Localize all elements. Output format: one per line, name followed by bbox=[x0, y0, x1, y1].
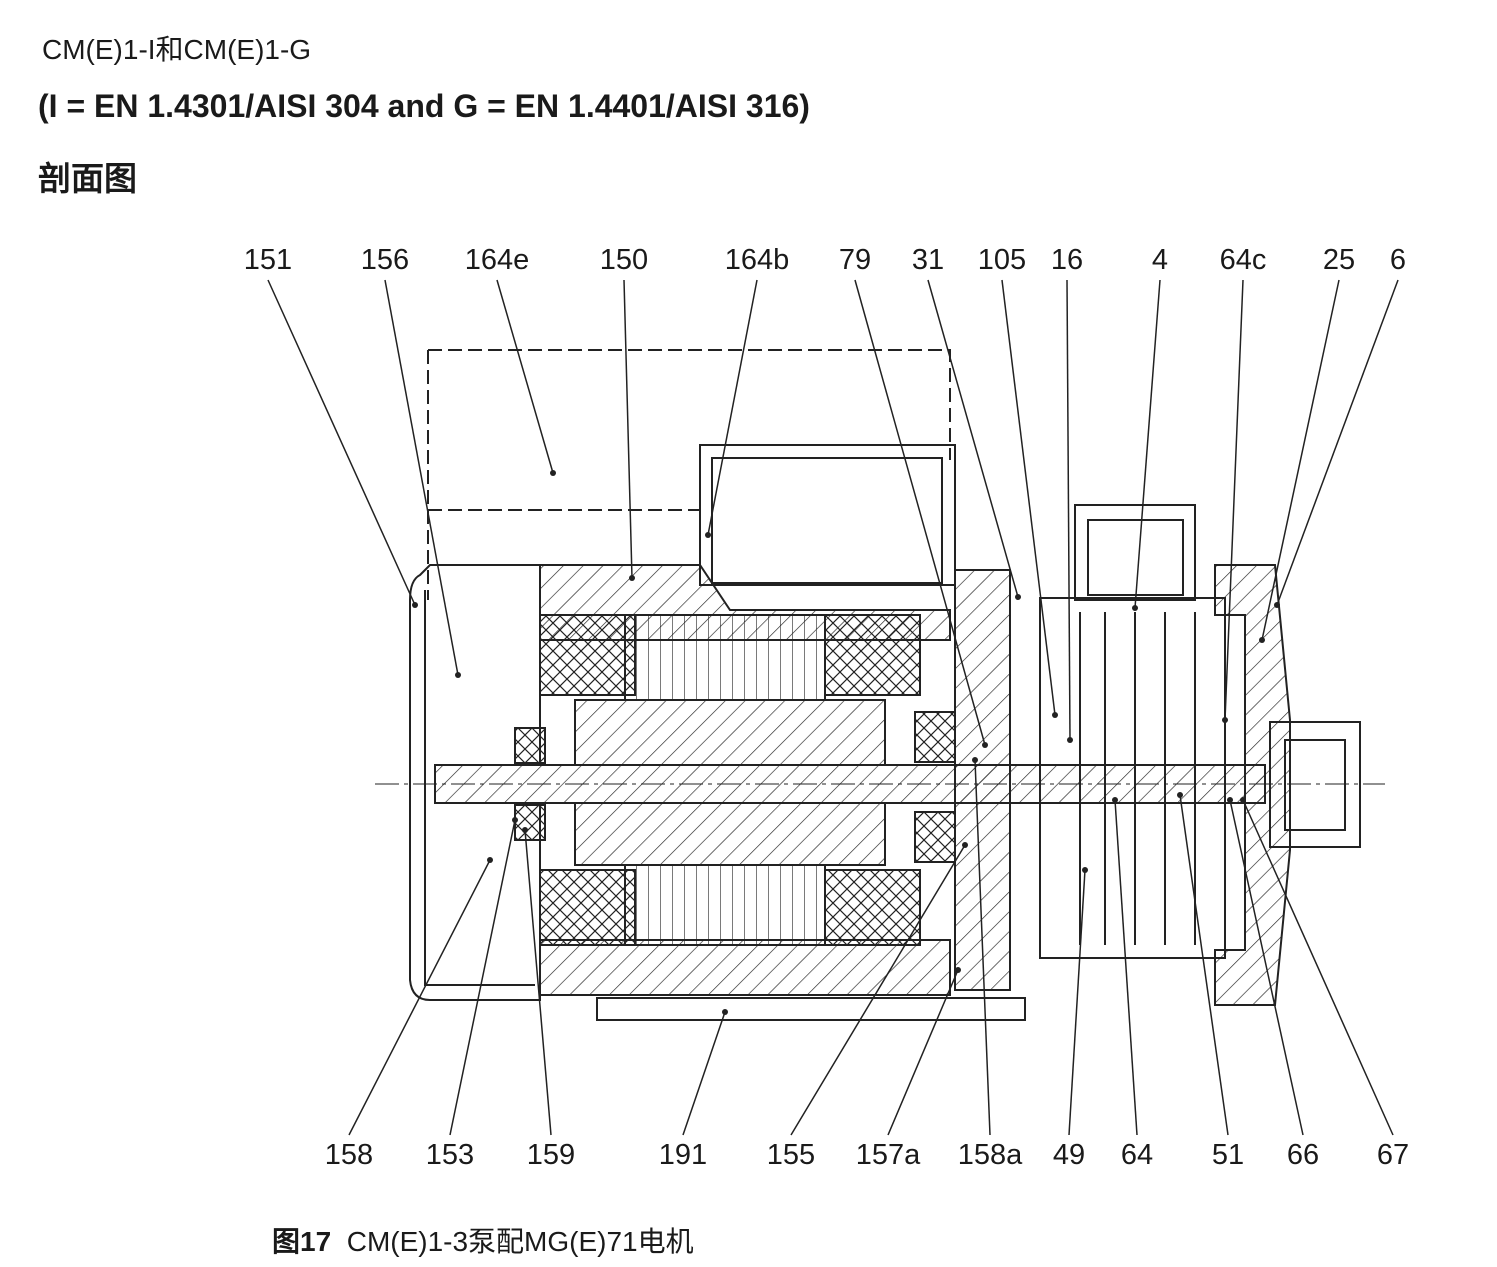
model-heading: CM(E)1-I和CM(E)1-G bbox=[42, 34, 312, 65]
leader-line bbox=[267, 279, 416, 606]
leader-line bbox=[623, 279, 633, 579]
leader-dot bbox=[955, 967, 961, 973]
leader-line bbox=[1114, 799, 1138, 1136]
leader-line bbox=[1261, 279, 1340, 641]
leader-line bbox=[1066, 279, 1071, 741]
callout-158a: 158a bbox=[958, 1139, 1023, 1171]
callout-156: 156 bbox=[361, 244, 409, 276]
callout-31: 31 bbox=[912, 244, 944, 276]
leader-dot bbox=[550, 470, 556, 476]
callout-164b: 164b bbox=[725, 244, 790, 276]
leader-dot bbox=[1082, 867, 1088, 873]
callout-150: 150 bbox=[600, 244, 648, 276]
callout-155: 155 bbox=[767, 1139, 815, 1171]
leader-line bbox=[1068, 869, 1086, 1136]
leader-line bbox=[854, 279, 986, 746]
callout-157a: 157a bbox=[856, 1139, 921, 1171]
drawing-geometry bbox=[375, 349, 1385, 1021]
callout-labels: 151 156 164e 150 164b 79 31 105 16 4 64c 25 6 158 153 1… bbox=[244, 244, 1409, 1171]
leader-line bbox=[524, 829, 552, 1136]
callout-6: 6 bbox=[1390, 244, 1406, 276]
leader-dot bbox=[1015, 594, 1021, 600]
callout-16: 16 bbox=[1051, 244, 1083, 276]
leader-line bbox=[1179, 794, 1229, 1136]
leader-line bbox=[1242, 799, 1394, 1136]
callout-105: 105 bbox=[978, 244, 1026, 276]
leader-line bbox=[1229, 799, 1304, 1136]
leader-dot bbox=[982, 742, 988, 748]
leader-line bbox=[927, 279, 1019, 598]
leader-dot bbox=[629, 575, 635, 581]
figure-caption: 图17 CM(E)1-3泵配MG(E)71电机 bbox=[272, 1220, 694, 1260]
leader-dot bbox=[972, 757, 978, 763]
callout-25: 25 bbox=[1323, 244, 1355, 276]
leader-dot bbox=[1222, 717, 1228, 723]
leader-line bbox=[1276, 279, 1399, 606]
callout-64c: 64c bbox=[1220, 244, 1267, 276]
material-heading: (I = EN 1.4301/AISI 304 and G = EN 1.440… bbox=[38, 88, 810, 124]
callout-159: 159 bbox=[527, 1139, 575, 1171]
leader-line bbox=[1134, 279, 1161, 609]
leader-line bbox=[1224, 279, 1244, 721]
section-title: 剖面图 bbox=[38, 160, 137, 197]
leader-dot bbox=[487, 857, 493, 863]
leader-line bbox=[707, 279, 758, 536]
callout-151: 151 bbox=[244, 244, 292, 276]
leader-dot bbox=[962, 842, 968, 848]
leader-line bbox=[348, 859, 491, 1136]
leader-dot bbox=[455, 672, 461, 678]
leader-dot bbox=[1240, 797, 1246, 803]
leader-dot bbox=[1259, 637, 1265, 643]
leader-dot bbox=[1112, 797, 1118, 803]
leader-line bbox=[790, 844, 966, 1136]
callout-79: 79 bbox=[839, 244, 871, 276]
callout-4: 4 bbox=[1152, 244, 1168, 276]
leader-dot bbox=[722, 1009, 728, 1015]
leader-dot bbox=[1274, 602, 1280, 608]
leader-dot bbox=[1227, 797, 1233, 803]
leader-dot bbox=[512, 817, 518, 823]
callout-64: 64 bbox=[1121, 1139, 1153, 1171]
leader-line bbox=[496, 279, 554, 474]
callout-67: 67 bbox=[1377, 1139, 1409, 1171]
leader-line bbox=[1001, 279, 1056, 716]
leader-line bbox=[682, 1011, 726, 1136]
callout-51: 51 bbox=[1212, 1139, 1244, 1171]
callout-66: 66 bbox=[1287, 1139, 1319, 1171]
callout-158: 158 bbox=[325, 1139, 373, 1171]
callout-49: 49 bbox=[1053, 1139, 1085, 1171]
leader-dot bbox=[1132, 605, 1138, 611]
leader-line bbox=[974, 759, 991, 1136]
leader-line bbox=[384, 279, 459, 676]
leader-dot bbox=[522, 827, 528, 833]
leader-line bbox=[887, 969, 959, 1136]
leader-dot bbox=[412, 602, 418, 608]
leader-dot bbox=[705, 532, 711, 538]
leader-dot bbox=[1177, 792, 1183, 798]
leader-dot bbox=[1052, 712, 1058, 718]
caption-number: 图17 bbox=[272, 1226, 332, 1257]
callout-191: 191 bbox=[659, 1139, 707, 1171]
leader-line bbox=[449, 819, 516, 1136]
callout-153: 153 bbox=[426, 1139, 474, 1171]
leader-dot bbox=[1067, 737, 1073, 743]
callout-164e: 164e bbox=[465, 244, 530, 276]
caption-text: CM(E)1-3泵配MG(E)71电机 bbox=[346, 1226, 694, 1257]
